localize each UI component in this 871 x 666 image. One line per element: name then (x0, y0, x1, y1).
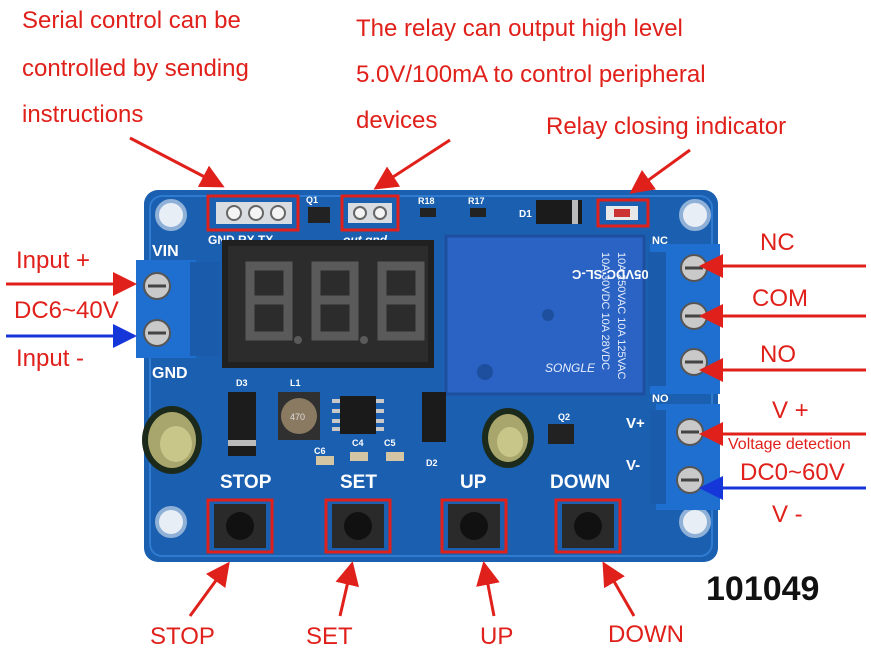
set-pcb-label: SET (340, 472, 377, 493)
up-pcb-label: UP (460, 472, 487, 493)
serial-note-line1: Serial control can be (22, 7, 241, 34)
relay-indicator-note: Relay closing indicator (546, 113, 787, 140)
serial-note-line3: instructions (22, 101, 144, 128)
c4-label: C4 (352, 438, 364, 448)
mounting-hole (679, 506, 711, 538)
d2-label: D2 (426, 458, 438, 468)
gnd-label: GND (152, 365, 188, 382)
d3-label: D3 (236, 378, 248, 388)
up-label: UP (480, 623, 514, 650)
up-button[interactable]: UP (440, 472, 508, 554)
down-label: DOWN (608, 621, 684, 648)
l1-label: L1 (290, 378, 301, 388)
c5-label: C5 (384, 438, 396, 448)
mounting-hole (679, 199, 711, 231)
d2-diode (422, 392, 446, 442)
r18-resistor (420, 208, 436, 217)
left-capacitor (142, 406, 202, 474)
com-label: COM (752, 285, 808, 312)
q2-transistor (548, 424, 574, 444)
inductor-value: 470 (290, 412, 305, 422)
nc-label: NC (760, 229, 795, 256)
v-plus-pcb-label: V+ (626, 415, 645, 432)
relay-output-note-line3: devices (356, 107, 438, 134)
relay-brand: SONGLE (545, 361, 596, 375)
no-pcb-label: NO (652, 393, 669, 405)
q2-label: Q2 (558, 412, 570, 422)
annotation-arrows (6, 136, 866, 617)
no-label: NO (760, 341, 796, 368)
relay-rating-2: 10A 30VDC 10A 28VDC (599, 252, 611, 370)
r18-label: R18 (418, 196, 435, 206)
stop-pcb-label: STOP (220, 472, 272, 493)
set-label: SET (306, 623, 353, 650)
relay: SRD-05VDC-SL-C 10A 250VAC 10A 125VAC 10A… (444, 234, 680, 396)
v-minus-pcb-label: V- (626, 457, 640, 474)
q1-label: Q1 (306, 195, 318, 205)
dc-input-range: DC6~40V (14, 297, 119, 324)
mounting-hole (155, 199, 187, 231)
seven-segment-display (222, 240, 434, 368)
relay-output-note-line2: 5.0V/100mA to control peripheral (356, 61, 706, 88)
voltage-detection-label: Voltage detection (728, 436, 851, 453)
d3-diode (228, 392, 256, 456)
mounting-hole (155, 506, 187, 538)
down-button[interactable]: DOWN (550, 472, 622, 554)
v-plus-label: V + (772, 397, 809, 424)
r17-label: R17 (468, 196, 485, 206)
stop-button[interactable]: STOP (206, 472, 274, 554)
c6-label: C6 (314, 446, 326, 456)
stop-label: STOP (150, 623, 215, 650)
down-pcb-label: DOWN (550, 472, 610, 493)
serial-note-line2: controlled by sending (22, 55, 249, 82)
d1-label: D1 (519, 209, 532, 220)
set-button[interactable]: SET (324, 472, 392, 554)
dc-detect-range: DC0~60V (740, 459, 845, 486)
q1-transistor (308, 207, 330, 223)
input-plus-label: Input + (16, 247, 91, 274)
vin-label: VIN (152, 243, 179, 260)
relay-rating-1: 10A 250VAC 10A 125VAC (615, 252, 627, 379)
mcu-chip (340, 396, 376, 434)
r17-resistor (470, 208, 486, 217)
v-minus-label: V - (772, 501, 803, 528)
right-capacitor (482, 408, 534, 468)
vin-terminal: VIN GND (136, 243, 220, 382)
relay-output-terminal: NC NO (648, 235, 720, 405)
relay-indicator-led (596, 198, 650, 228)
voltage-detect-terminal: V+ V- (626, 404, 720, 510)
product-id: 101049 (706, 570, 820, 608)
input-minus-label: Input - (16, 345, 85, 372)
relay-output-note-line1: The relay can output high level (356, 15, 683, 42)
